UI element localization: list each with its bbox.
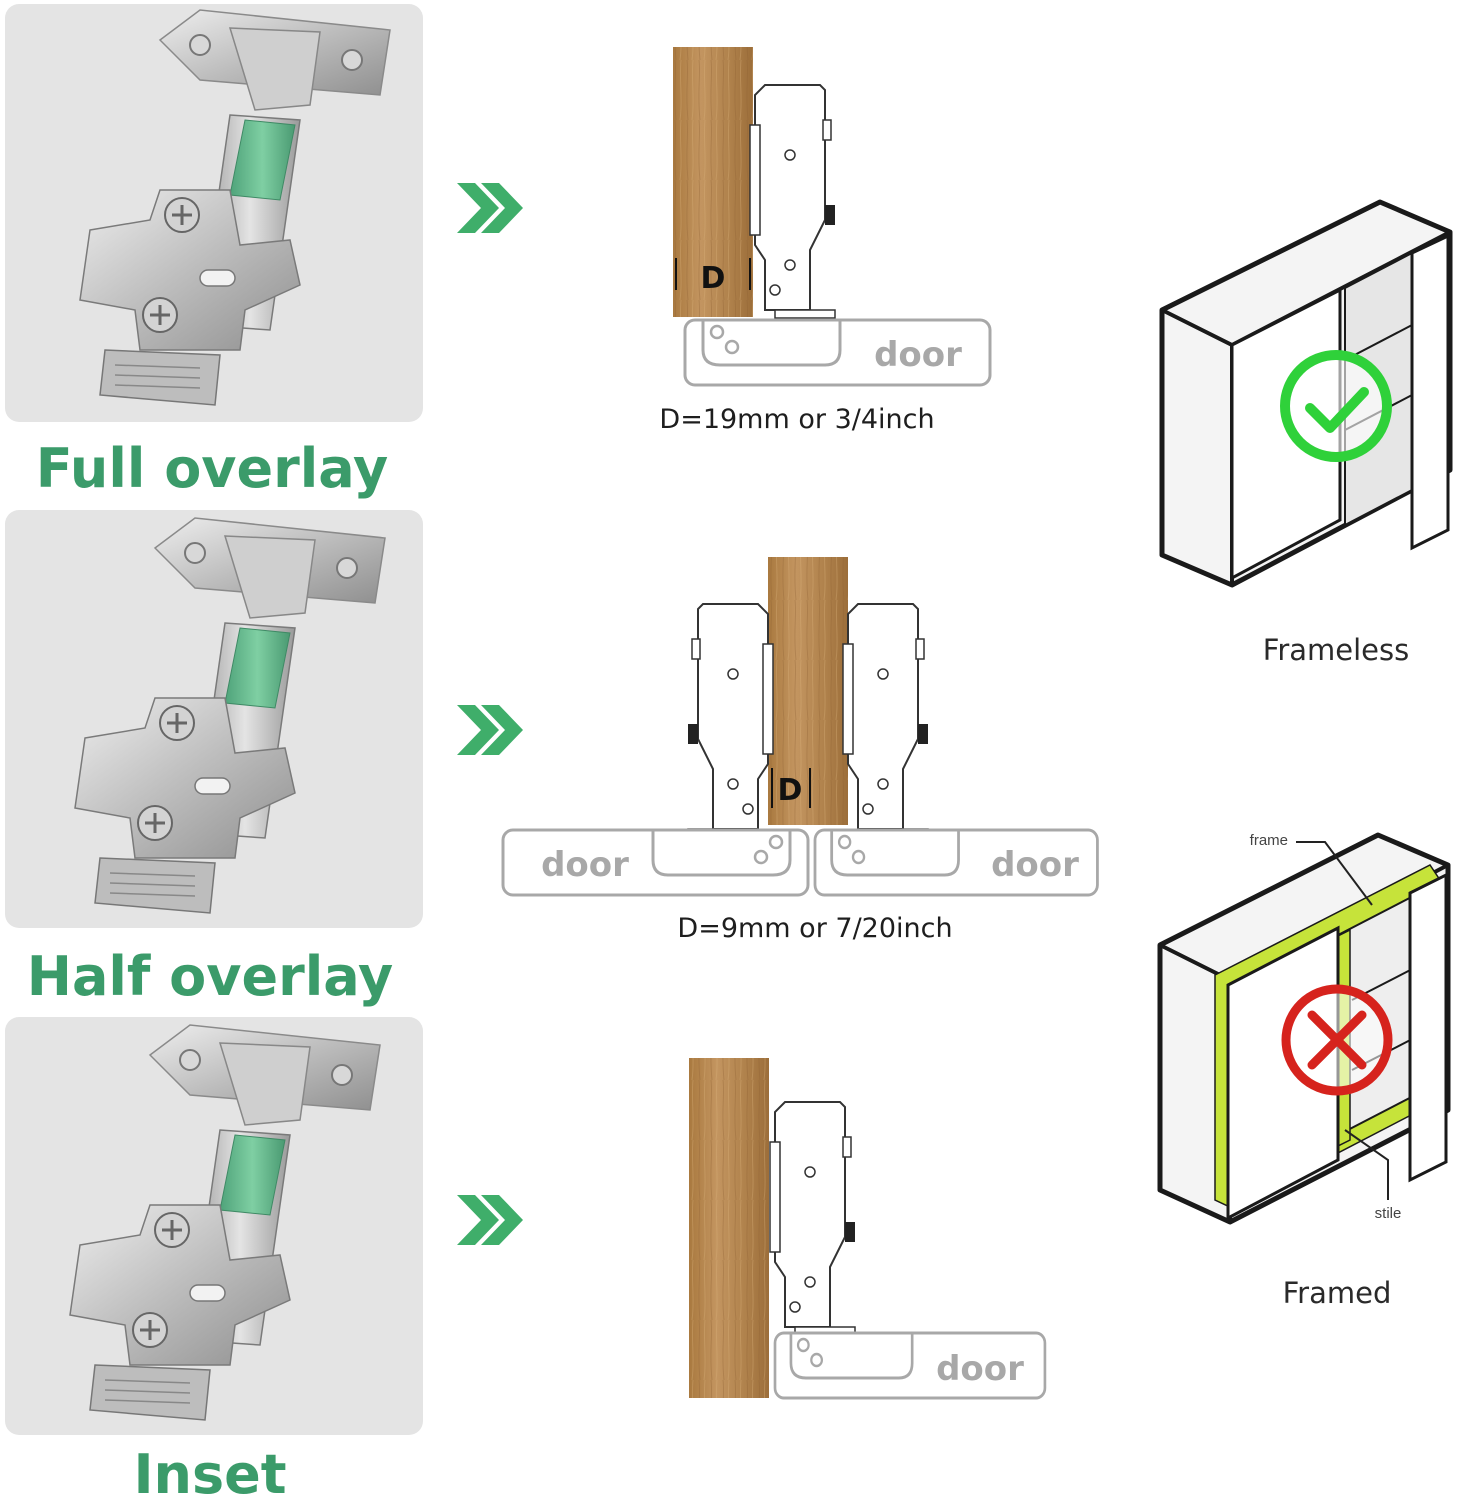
frameless-label: Frameless xyxy=(1263,633,1409,667)
half-overlay-label: Half overlay xyxy=(27,945,393,1008)
stile-callout-label: stile xyxy=(1375,1205,1402,1222)
hinge-drawing-left xyxy=(687,603,774,838)
full-overlay-dimension: D=19mm or 3/4inch xyxy=(659,404,934,435)
door-label-left: door xyxy=(541,845,629,885)
dimension-marker: D xyxy=(701,261,726,296)
inset-photo-panel xyxy=(5,1017,423,1435)
chevron-arrow-icon xyxy=(457,705,523,755)
full-overlay-photo-panel xyxy=(5,4,423,422)
dimension-marker: D xyxy=(778,773,803,808)
door-label-right: door xyxy=(991,845,1079,885)
full-overlay-diagram: D door D=19mm or 3/4inch xyxy=(659,47,992,435)
door-label: door xyxy=(874,335,962,375)
half-overlay-diagram: D door door D=9mm or 7/20inch xyxy=(501,557,1099,944)
hinge-drawing xyxy=(749,84,836,319)
frame-callout-label: frame xyxy=(1250,832,1288,849)
inset-label: Inset xyxy=(133,1443,286,1500)
half-overlay-dimension: D=9mm or 7/20inch xyxy=(677,913,952,944)
framed-cabinet xyxy=(1157,832,1451,1225)
frame-callout-line xyxy=(1296,841,1373,906)
door-label: door xyxy=(936,1349,1024,1389)
stile-callout-line xyxy=(1344,1129,1389,1200)
chevron-arrow-icon xyxy=(457,1195,523,1245)
half-overlay-photo-panel xyxy=(5,510,423,928)
full-overlay-label: Full overlay xyxy=(36,437,389,500)
inset-diagram: door xyxy=(689,1058,1047,1400)
frameless-cabinet xyxy=(1159,199,1453,588)
chevron-arrow-icon xyxy=(457,183,523,233)
cross-circle-icon xyxy=(1281,984,1393,1096)
check-circle-icon xyxy=(1280,350,1392,462)
framed-label: Framed xyxy=(1283,1276,1392,1310)
hinge-drawing-right xyxy=(842,603,929,838)
hinge-drawing xyxy=(769,1101,856,1336)
